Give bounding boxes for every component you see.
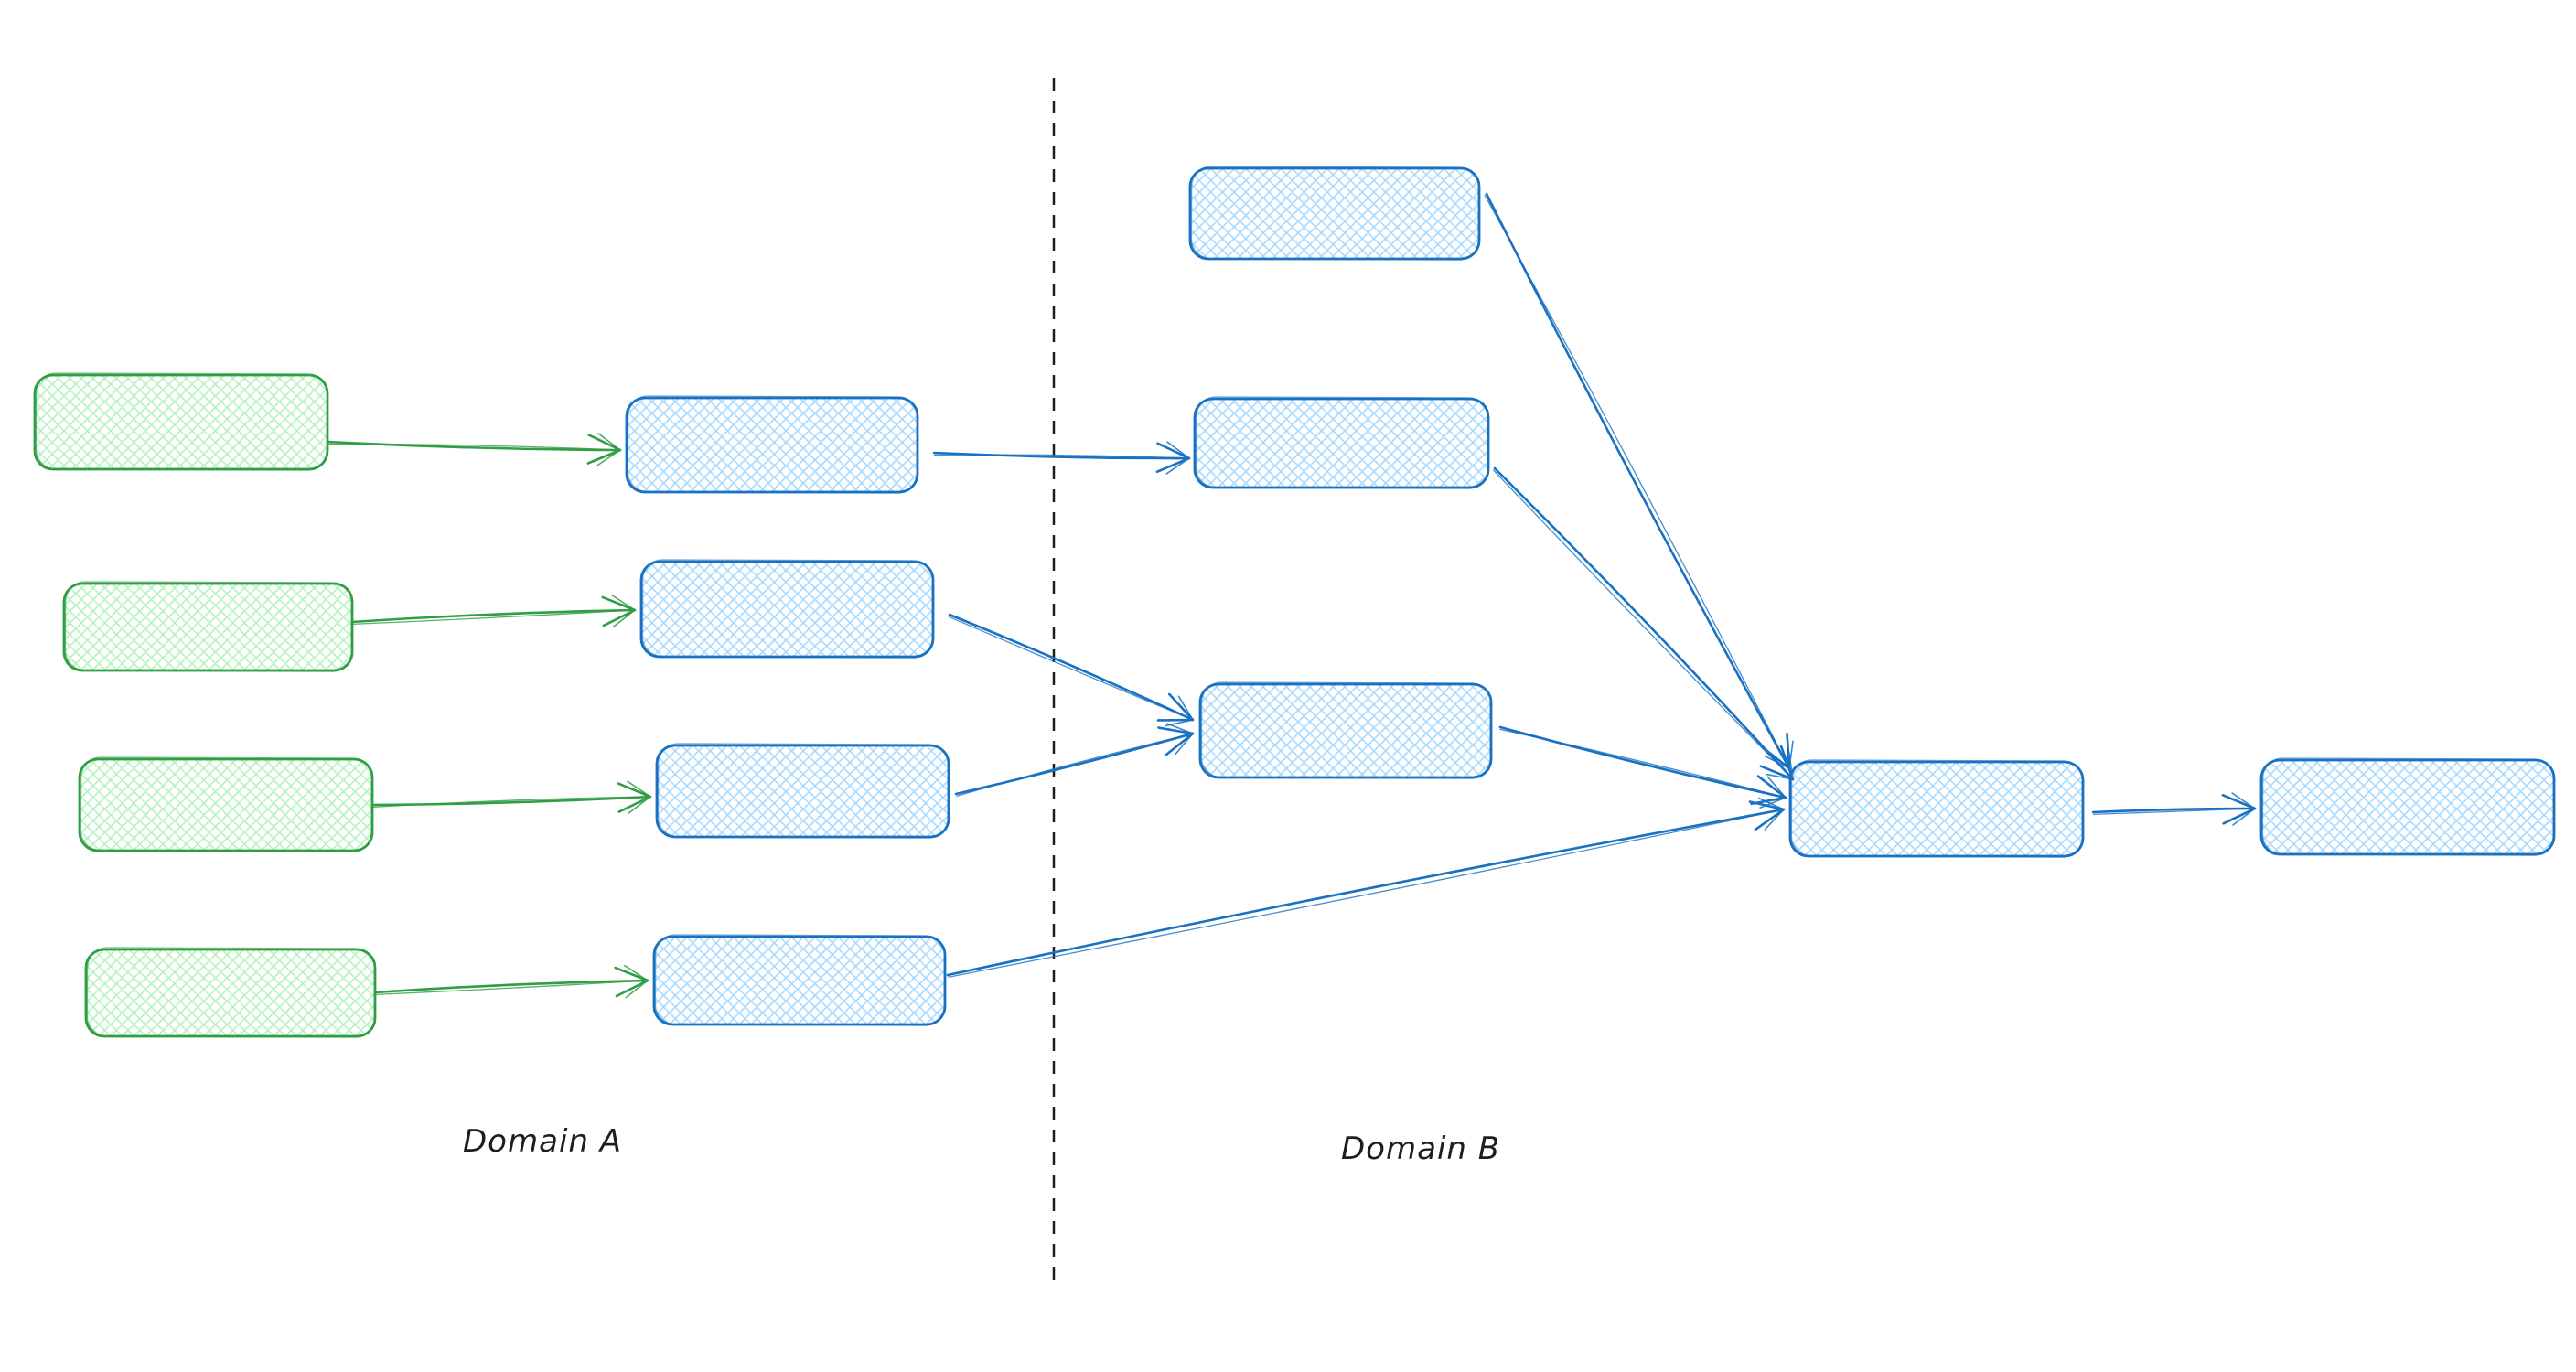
edge-process3-input3-line-sketch xyxy=(956,733,1194,797)
domain-a-process-1-sketch-stroke xyxy=(627,395,918,494)
edge-source3-process3-arrowhead xyxy=(627,780,651,814)
edge-process3-input3-arrowhead xyxy=(1166,723,1194,756)
domain-a-process-2-shape xyxy=(639,560,935,659)
edge-input3-hub xyxy=(1498,725,1787,809)
edge-input3-hub-arrowhead xyxy=(1759,776,1787,809)
edge-source2-process2-line-sketch xyxy=(352,609,636,626)
edge-process1-input2-line-sketch xyxy=(933,454,1190,459)
domain-b-input-1-sketch-stroke xyxy=(1190,166,1480,261)
node-domain-b-hub xyxy=(1788,759,2085,858)
edge-source4-process4-arrowhead xyxy=(624,964,649,999)
edge-process2-input3-line xyxy=(948,613,1195,722)
node-domain-a-source-1 xyxy=(33,372,329,471)
node-domain-b-output xyxy=(2259,757,2556,856)
edge-source1-process1-line-sketch xyxy=(327,443,621,451)
domain-a-source-4-shape xyxy=(84,948,377,1038)
domain-a-source-3-sketch-stroke xyxy=(80,756,373,852)
edge-source2-process2-line xyxy=(350,608,637,624)
node-domain-b-input-1 xyxy=(1188,166,1481,261)
edge-process2-input3-line-sketch xyxy=(948,616,1194,721)
domain-a-source-3-shape xyxy=(78,757,374,852)
edge-input2-hub-line xyxy=(1493,466,1795,781)
domain-a-source-4-sketch-stroke xyxy=(86,947,376,1038)
edge-source4-process4-line-sketch xyxy=(375,980,649,996)
domain-a-process-4-sketch-stroke xyxy=(654,934,946,1026)
edge-input1-hub xyxy=(1484,192,1794,770)
edge-process4-hub-line xyxy=(946,808,1786,977)
domain-b-output-sketch-stroke xyxy=(2261,757,2555,856)
edge-process1-input2-arrowhead xyxy=(1165,441,1190,475)
edge-input1-hub-line-sketch xyxy=(1484,194,1790,769)
domain-b-label: Domain B xyxy=(1341,1131,1501,1167)
edge-process4-hub-line-sketch xyxy=(948,809,1785,978)
edge-process1-input2 xyxy=(932,441,1191,475)
domain-b-input-2-sketch-stroke xyxy=(1195,396,1489,489)
domain-b-input-3-shape xyxy=(1198,682,1493,779)
edge-hub-output xyxy=(2091,792,2257,826)
edge-process4-hub xyxy=(946,797,1786,978)
domain-a-process-3-shape xyxy=(655,744,950,839)
node-domain-a-source-2 xyxy=(62,581,354,672)
edge-hub-output-arrowhead xyxy=(2231,792,2256,826)
domain-b-hub-shape xyxy=(1788,760,2085,858)
node-domain-a-process-4 xyxy=(652,934,947,1026)
edge-process3-input3 xyxy=(954,723,1195,797)
domain-b-hub-sketch-stroke xyxy=(1790,759,2084,858)
domain-a-process-3-sketch-stroke xyxy=(657,743,950,839)
edge-source3-process3-line-sketch xyxy=(373,796,651,809)
edge-input1-hub-line xyxy=(1485,192,1791,770)
edge-input2-hub-line-sketch xyxy=(1492,469,1794,780)
edge-hub-output-line-sketch xyxy=(2093,808,2256,816)
domain-b-input-1-shape xyxy=(1188,166,1481,261)
node-domain-a-source-4 xyxy=(84,947,377,1038)
edge-source4-process4-line xyxy=(373,979,649,994)
domain-b-input-3-sketch-stroke xyxy=(1200,681,1492,779)
node-domain-b-input-2 xyxy=(1193,396,1490,489)
domain-a-label: Domain A xyxy=(463,1123,622,1160)
edge-input2-hub xyxy=(1492,466,1795,781)
edge-process2-input3 xyxy=(948,613,1195,727)
edge-source3-process3 xyxy=(371,780,652,814)
domain-a-process-2-sketch-stroke xyxy=(641,559,934,659)
edge-process3-input3-line xyxy=(954,732,1195,796)
domain-a-process-4-shape xyxy=(652,935,947,1026)
edge-source2-process2 xyxy=(350,594,637,628)
edge-process2-input3-arrowhead xyxy=(1165,695,1194,727)
domain-b-output-shape xyxy=(2259,758,2556,856)
node-domain-a-process-3 xyxy=(655,743,950,839)
node-domain-b-input-3 xyxy=(1198,681,1493,779)
domain-b-input-2-shape xyxy=(1193,397,1490,489)
edge-source1-process1 xyxy=(326,433,622,466)
node-domain-a-process-1 xyxy=(625,395,919,494)
edge-source1-process1-arrowhead xyxy=(596,433,621,466)
node-domain-a-source-3 xyxy=(78,756,374,852)
domain-a-source-1-sketch-stroke xyxy=(35,372,328,471)
domain-a-source-2-shape xyxy=(62,582,354,672)
domain-a-process-1-shape xyxy=(625,396,919,494)
domain-a-source-1-shape xyxy=(33,373,329,471)
edge-source4-process4 xyxy=(373,964,649,999)
edge-hub-output-line xyxy=(2091,807,2257,814)
edge-input3-hub-line-sketch xyxy=(1499,728,1787,799)
edge-source2-process2-arrowhead xyxy=(611,594,636,628)
domain-a-source-2-sketch-stroke xyxy=(64,581,353,672)
node-domain-a-process-2 xyxy=(639,559,935,659)
